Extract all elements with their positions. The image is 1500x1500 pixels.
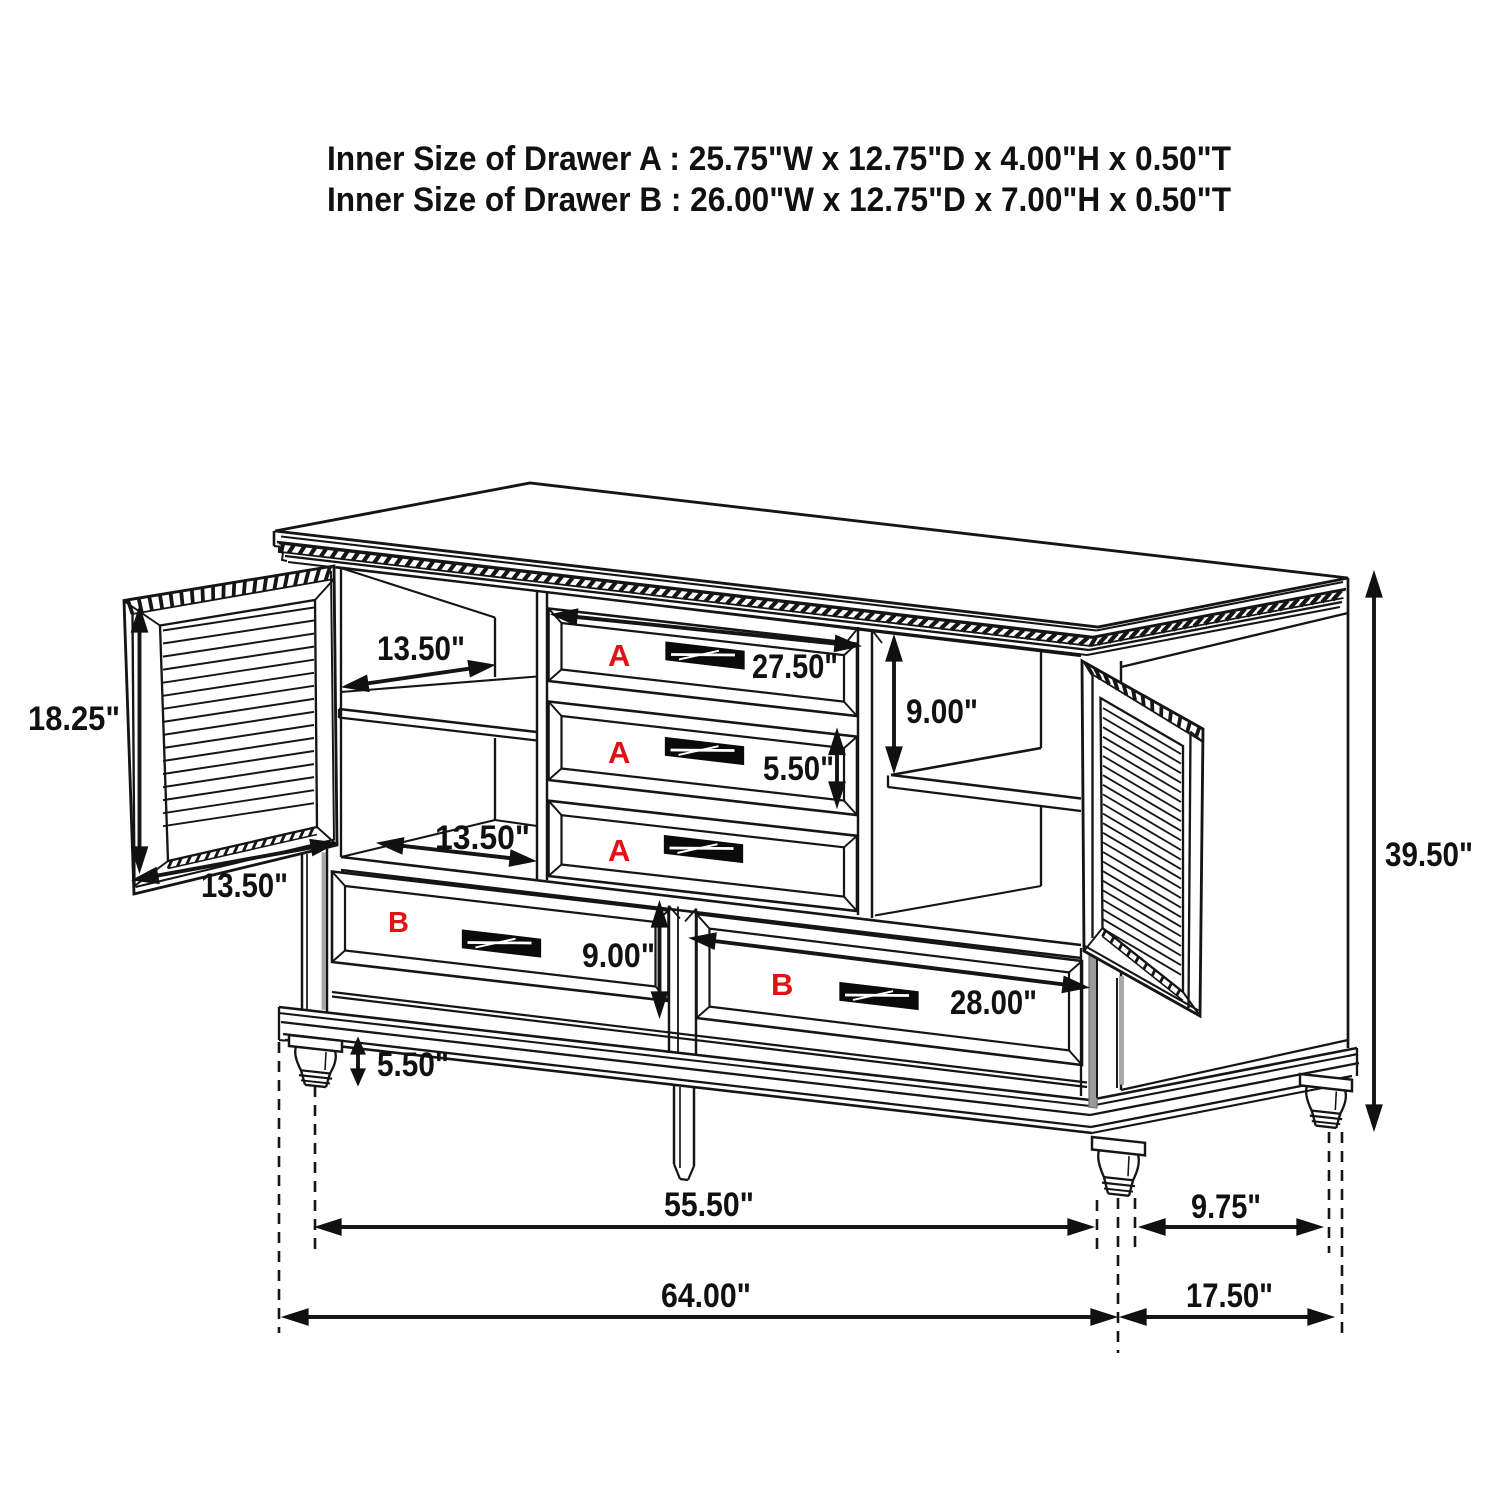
svg-text:64.00": 64.00": [661, 1277, 751, 1315]
svg-text:27.50": 27.50": [752, 648, 838, 686]
svg-text:9.75": 9.75": [1191, 1188, 1261, 1226]
svg-text:B: B: [771, 967, 793, 1002]
svg-text:13.50": 13.50": [377, 630, 465, 668]
svg-text:18.25": 18.25": [28, 700, 120, 738]
svg-text:9.00": 9.00": [906, 693, 978, 731]
svg-text:28.00": 28.00": [950, 984, 1037, 1022]
svg-text:13.50": 13.50": [201, 867, 288, 905]
svg-text:55.50": 55.50": [664, 1186, 754, 1224]
svg-text:B: B: [388, 907, 409, 939]
svg-text:A: A: [608, 638, 630, 673]
svg-text:5.50": 5.50": [763, 750, 834, 788]
svg-text:13.50": 13.50": [435, 819, 530, 857]
svg-text:Inner Size of Drawer B : 26.00: Inner Size of Drawer B : 26.00"W x 12.75…: [327, 181, 1231, 219]
svg-text:9.00": 9.00": [582, 937, 655, 975]
svg-text:39.50": 39.50": [1385, 836, 1473, 874]
svg-text:17.50": 17.50": [1186, 1277, 1273, 1315]
svg-text:Inner Size of Drawer A : 25.75: Inner Size of Drawer A : 25.75"W x 12.75…: [327, 140, 1231, 178]
svg-text:A: A: [608, 735, 630, 770]
svg-text:A: A: [608, 833, 630, 868]
svg-text:5.50": 5.50": [377, 1046, 449, 1084]
